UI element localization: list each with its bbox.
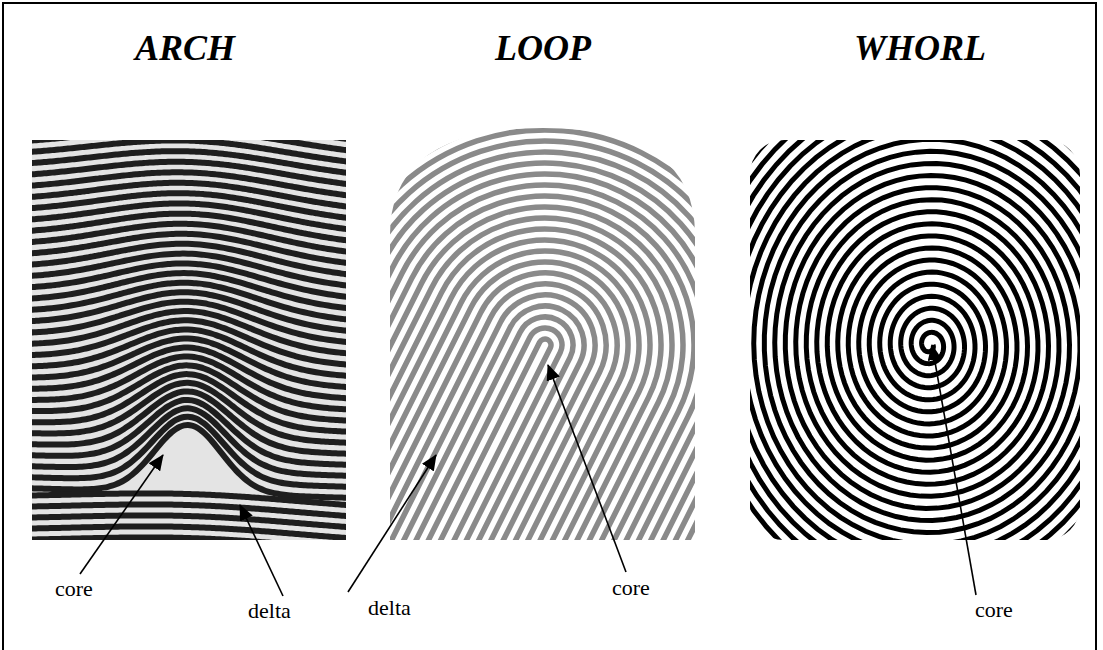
ridge-line	[76, 31, 859, 650]
ridge-line	[106, 64, 826, 650]
class-title: LOOP	[495, 30, 591, 66]
ridge-line	[244, 218, 672, 650]
arch-print	[32, 140, 346, 540]
ridge-line	[116, 75, 815, 650]
ridge-line	[312, 295, 595, 650]
leader-arrow	[932, 345, 976, 595]
ridge-line	[253, 229, 661, 650]
ridge-line	[283, 262, 628, 650]
ridge-line	[66, 20, 870, 650]
ridge-line	[214, 185, 705, 650]
ridge-line	[155, 119, 771, 650]
leader-lines	[80, 345, 976, 596]
leader-arrow	[80, 455, 163, 574]
feature-label: core	[612, 577, 650, 599]
ridge-line	[145, 108, 782, 650]
ridge-line	[165, 130, 760, 650]
ridge-line	[185, 152, 738, 650]
feature-label: delta	[368, 597, 411, 619]
class-title: WHORL	[854, 30, 986, 66]
leader-arrow	[548, 365, 626, 572]
ridge-line	[126, 86, 805, 650]
whorl-print	[750, 140, 1080, 540]
ridge-line	[57, 9, 881, 650]
feature-label: core	[975, 599, 1013, 621]
feature-label: core	[55, 578, 93, 600]
ridge-line	[293, 273, 617, 650]
ridge-line	[234, 207, 683, 650]
loop-print	[0, 0, 958, 650]
ridge-line	[96, 53, 837, 650]
leader-arrow	[348, 455, 436, 592]
ridge-line	[17, 0, 925, 650]
ridge-line	[175, 141, 749, 650]
ridge-line	[135, 97, 793, 650]
leader-arrow	[240, 505, 283, 596]
ridge-line	[224, 196, 694, 650]
ridge-line	[86, 42, 848, 650]
ridge-line	[32, 425, 346, 498]
ridge-line	[204, 174, 716, 650]
ridge-line	[750, 140, 1080, 540]
ridge-line	[194, 163, 727, 650]
class-title: ARCH	[135, 30, 235, 66]
ridge-line	[0, 0, 958, 650]
ridge-line	[32, 537, 346, 540]
ridge-line	[263, 240, 650, 650]
ridge-line	[273, 251, 639, 650]
feature-label: delta	[248, 600, 291, 622]
ridge-line	[27, 0, 914, 650]
